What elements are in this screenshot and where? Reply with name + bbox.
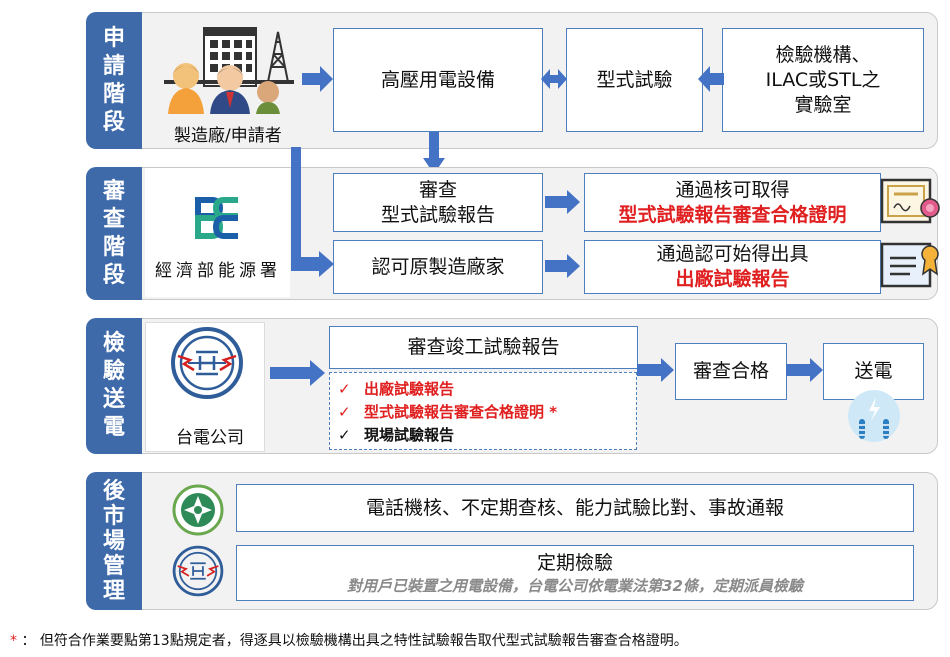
stage-char: 階 bbox=[102, 81, 125, 107]
arrow-bidirectional bbox=[541, 69, 567, 89]
stage-char: 電 bbox=[102, 415, 125, 440]
equipment-box: 高壓用電設備 bbox=[333, 28, 543, 132]
issue-line: 通過認可始得出具 bbox=[656, 243, 809, 265]
energy-bureau-seal-icon bbox=[172, 484, 224, 536]
lab-line: 實驗室 bbox=[794, 93, 852, 116]
arrow-right bbox=[786, 358, 823, 382]
lab-line: ILAC或STL之 bbox=[765, 68, 881, 91]
arrow-right bbox=[302, 66, 333, 92]
checklist-item: ✓ 型式試驗報告審查合格證明 * bbox=[338, 402, 557, 422]
stage-char: 送 bbox=[102, 387, 125, 412]
periodic-note: 對用戶已裝置之用電設備，台電公司依電業法第32條，定期派員檢驗 bbox=[347, 576, 803, 595]
stage-label-inspect: 檢 驗 送 電 bbox=[86, 318, 142, 454]
factory-people-icon bbox=[164, 27, 294, 114]
pass-cert-highlight: 型式試驗報告審查合格證明 bbox=[618, 203, 847, 226]
energy-admin-label: 經濟部能源署 bbox=[155, 261, 281, 281]
energy-admin-logo-icon bbox=[195, 197, 238, 239]
checklist-box bbox=[329, 372, 637, 450]
checklist-item: ✓ 現場試驗報告 bbox=[338, 425, 454, 445]
check-icon: ✓ bbox=[338, 403, 351, 421]
stage-char: 檢 bbox=[102, 331, 125, 356]
certificate-ribbon-icon bbox=[880, 242, 939, 288]
aftermarket-tasks-box: 電話機核、不定期查核、能力試驗比對、事故通報 bbox=[236, 484, 914, 532]
pass-box: 審查合格 bbox=[675, 343, 787, 400]
stage-char: 管 bbox=[102, 553, 125, 579]
stage-char: 市 bbox=[102, 503, 125, 529]
taipower-small-logo-icon bbox=[172, 545, 224, 597]
pass-cert-box: 通過核可取得 型式試驗報告審查合格證明 bbox=[584, 173, 881, 232]
checklist-text: 型式試驗報告審查合格證明 * bbox=[364, 403, 558, 421]
approve-origin-box: 認可原製造廠家 bbox=[333, 240, 543, 294]
power-transmission-icon bbox=[848, 390, 900, 442]
footnote-mark: * bbox=[10, 633, 17, 649]
taipower-logo-icon bbox=[171, 327, 243, 399]
arrow-left bbox=[698, 66, 724, 92]
checklist-text: 現場試驗報告 bbox=[364, 426, 455, 444]
checklist-text: 出廠試驗報告 bbox=[364, 380, 455, 398]
periodic-title: 定期檢驗 bbox=[536, 551, 613, 574]
check-icon: ✓ bbox=[338, 380, 351, 398]
arrow-down bbox=[423, 132, 445, 174]
review-type-test-box: 審查 型式試驗報告 bbox=[333, 173, 543, 232]
stage-label-review: 審 查 階 段 bbox=[86, 167, 142, 300]
stage-char: 查 bbox=[102, 206, 125, 232]
arrow-right bbox=[270, 360, 325, 386]
issue-report-box: 通過認可始得出具 出廠試驗報告 bbox=[584, 240, 881, 294]
stage-char: 請 bbox=[102, 53, 125, 79]
stage-char: 驗 bbox=[102, 359, 125, 384]
pass-cert-line: 通過核可取得 bbox=[675, 178, 790, 201]
stage-char: 理 bbox=[102, 578, 125, 604]
footnote-text: ： 但符合作業要點第13點規定者，得逐具以檢驗機構出具之特性試驗報告取代型式試驗… bbox=[21, 633, 688, 649]
type-test-box: 型式試驗 bbox=[566, 28, 703, 132]
taipower-label: 台電公司 bbox=[176, 428, 244, 448]
checklist-item: ✓ 出廠試驗報告 bbox=[338, 379, 454, 399]
stage-char: 階 bbox=[102, 234, 125, 260]
stage-char: 申 bbox=[102, 25, 125, 51]
stage-label-aftermarket: 後 市 場 管 理 bbox=[86, 472, 142, 610]
bent-arrow-to-approve bbox=[291, 147, 334, 277]
stage-char: 段 bbox=[102, 262, 125, 288]
stage-label-apply: 申 請 階 段 bbox=[86, 12, 142, 149]
arrow-right bbox=[637, 358, 674, 382]
review-completion-box: 審查竣工試驗報告 bbox=[329, 326, 638, 369]
issue-highlight: 出廠試驗報告 bbox=[675, 268, 790, 290]
arrow-right bbox=[545, 190, 580, 214]
footnote: * ： 但符合作業要點第13點規定者，得逐具以檢驗機構出具之特性試驗報告取代型式… bbox=[10, 630, 688, 650]
stage-char: 後 bbox=[102, 478, 125, 504]
taipower-logo-area bbox=[145, 322, 265, 452]
review-line: 型式試驗報告 bbox=[380, 203, 495, 226]
stage-char: 段 bbox=[102, 109, 125, 135]
lab-box: 檢驗機構、 ILAC或STL之 實驗室 bbox=[722, 28, 924, 132]
actor-label: 製造廠/申請者 bbox=[174, 126, 282, 146]
stage-char: 審 bbox=[102, 178, 125, 204]
certificate-icon bbox=[880, 178, 940, 224]
stage-char: 場 bbox=[102, 528, 125, 554]
review-line: 審查 bbox=[418, 178, 457, 201]
check-icon: ✓ bbox=[338, 426, 351, 444]
lab-line: 檢驗機構、 bbox=[775, 43, 871, 66]
periodic-inspection-box: 定期檢驗 對用戶已裝置之用電設備，台電公司依電業法第32條，定期派員檢驗 bbox=[236, 545, 914, 601]
arrow-right bbox=[545, 254, 580, 278]
